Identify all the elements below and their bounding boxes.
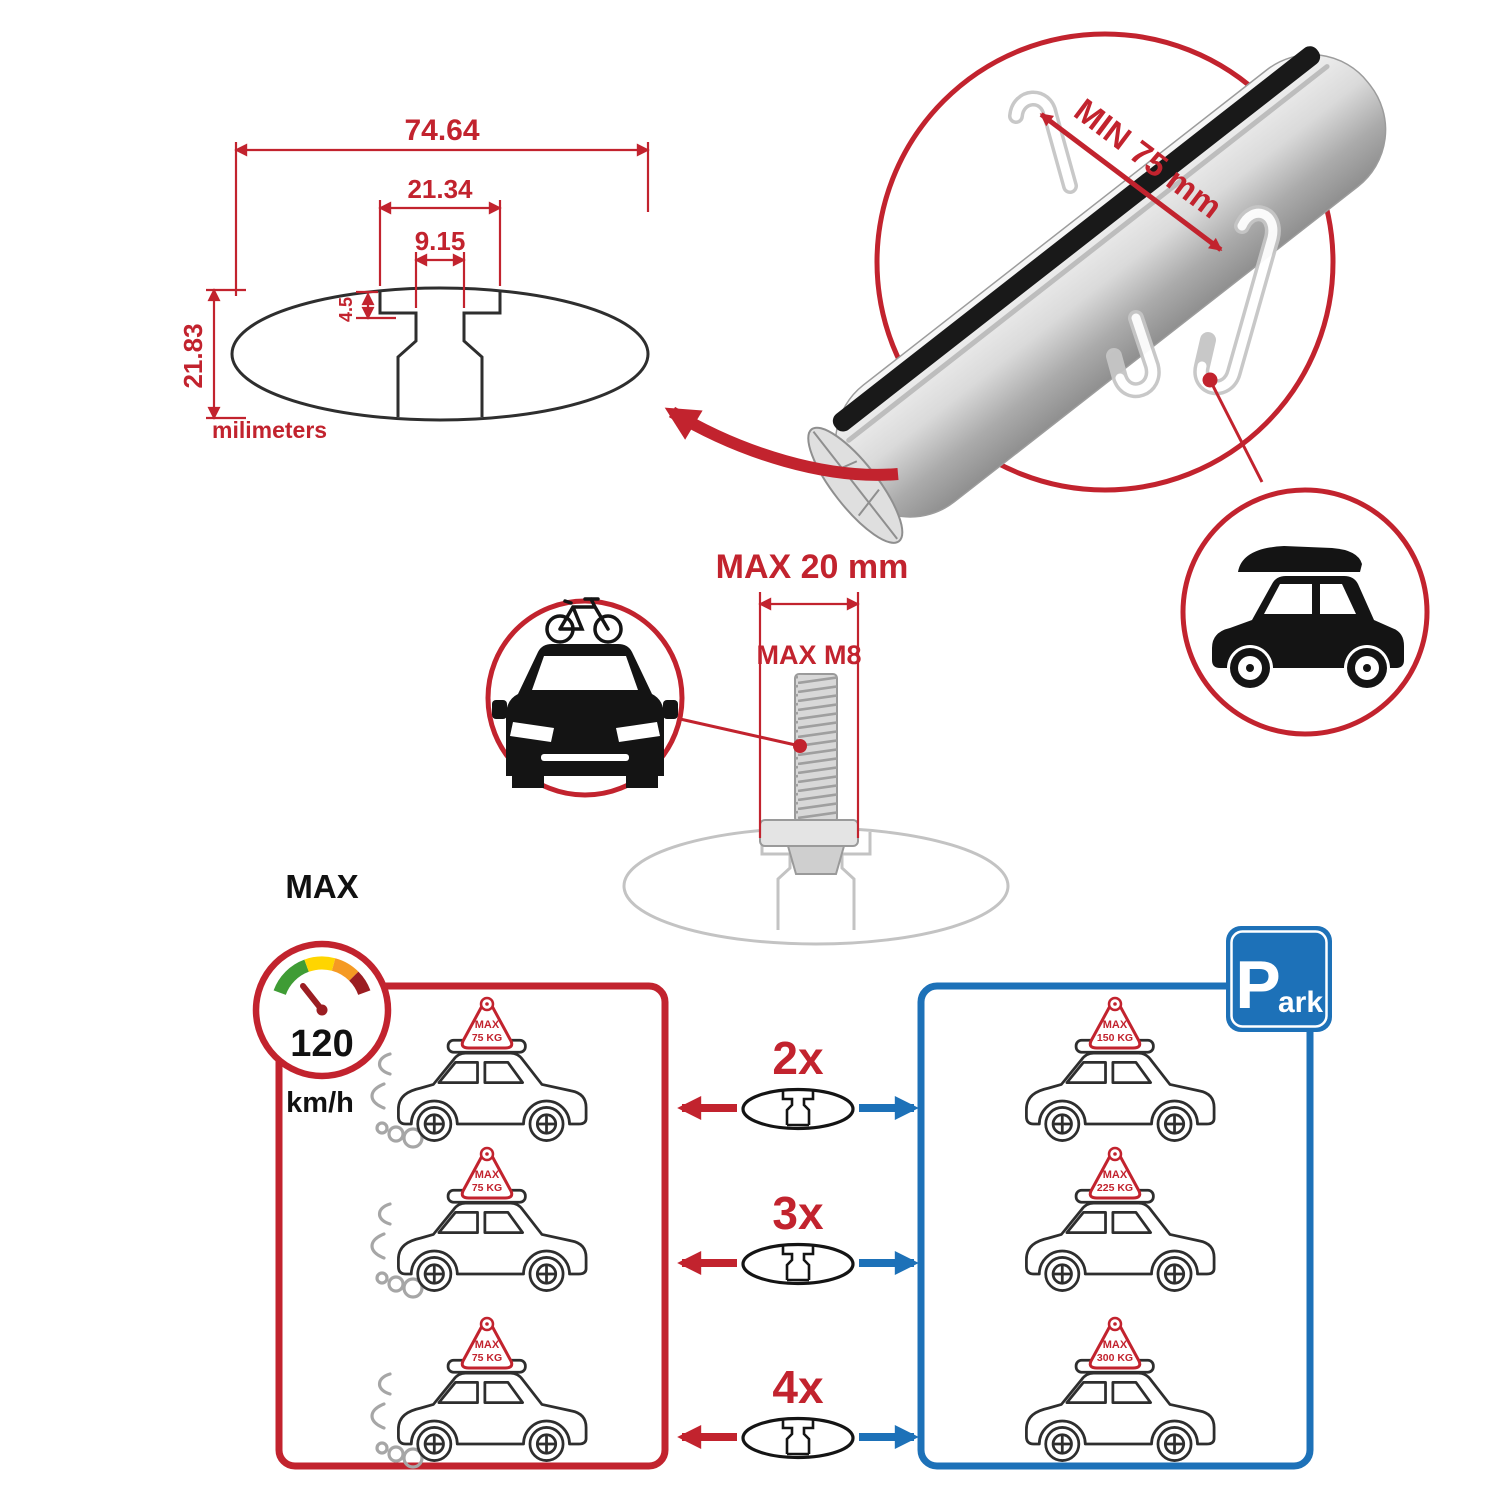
park-sign: P ark: [1226, 926, 1332, 1032]
speed-units: km/h: [286, 1087, 354, 1119]
suv-roofbox-circle: [1180, 487, 1430, 737]
load-tag-parked: MAX 150 KG: [1088, 996, 1142, 1050]
dim-lip-height: 4.5: [336, 297, 356, 322]
car-icon: [397, 1188, 588, 1292]
speed-value: 120: [290, 1023, 353, 1065]
car-icon: [397, 1358, 588, 1462]
tag-max-label: MAX: [475, 1019, 500, 1031]
multiplier-label: 3x: [772, 1187, 824, 1239]
driving-car-row: MAX 75 KG: [370, 1316, 588, 1469]
driving-car-row: MAX 75 KG: [370, 1146, 588, 1299]
car-icon: [397, 1038, 588, 1142]
parking-zone-box: [917, 982, 1314, 1470]
bar-profile-icon: [741, 1242, 855, 1286]
tag-max-label: MAX: [1103, 1019, 1128, 1031]
tag-max-label: MAX: [1103, 1339, 1128, 1351]
profile-channel: [378, 291, 502, 417]
parked-car-row: MAX 300 KG: [1025, 1316, 1216, 1462]
bar-profile-icon: [741, 1416, 855, 1460]
dimension-lines: [206, 142, 650, 420]
bar-photo-circle: MIN 75 mm: [807, 31, 1387, 544]
bicycle-icon: [545, 597, 623, 644]
bar-count-row: 4x: [677, 1361, 919, 1460]
gauge-arcs: [273, 956, 371, 996]
tag-weight: 300 KG: [1097, 1352, 1133, 1364]
bolt-max-width-label: MAX 20 mm: [716, 548, 909, 586]
speed-max-label: MAX: [285, 868, 358, 905]
parked-car-row: MAX 150 KG: [1025, 996, 1216, 1142]
dim-channel-outer: 21.34: [407, 174, 473, 204]
zoom-arrow: [664, 406, 899, 481]
t-bolt: [759, 673, 859, 875]
bolt-max-thread-label: MAX M8: [756, 640, 861, 670]
parked-car-row: MAX 225 KG: [1025, 1146, 1216, 1292]
park-sign-letter: P: [1235, 947, 1280, 1023]
profile-oval: [230, 286, 650, 422]
park-sign-rest: ark: [1278, 986, 1323, 1019]
bar-profile-icon: [741, 1087, 855, 1131]
car-icon: [1025, 1358, 1216, 1462]
load-tag-parked: MAX 300 KG: [1088, 1316, 1142, 1370]
driving-car-row: MAX 75 KG: [370, 996, 588, 1149]
suv-roofbox-icon: [1212, 546, 1404, 688]
car-front-bicycle-circle: [485, 597, 685, 798]
load-tag-parked: MAX 225 KG: [1088, 1146, 1142, 1200]
bar-count-row: 2x: [677, 1032, 919, 1131]
dim-channel-inner: 9.15: [415, 226, 466, 256]
driving-cars: MAX 75 KG MAX 75 KG MAX 75 KG: [370, 996, 588, 1469]
car-icon: [1025, 1188, 1216, 1292]
car-icon: [1025, 1038, 1216, 1142]
tag-max-label: MAX: [1103, 1169, 1128, 1181]
bolt-dimension-lines: [758, 592, 860, 838]
tag-weight: 75 KG: [472, 1182, 502, 1194]
dim-profile-height: 21.83: [178, 323, 208, 388]
tag-weight: 75 KG: [472, 1352, 502, 1364]
load-tag-driving: MAX 75 KG: [460, 1146, 514, 1200]
tag-weight: 225 KG: [1097, 1182, 1133, 1194]
tag-weight: 75 KG: [472, 1032, 502, 1044]
cross-section-diagram: 74.64 21.34 9.15 4.5 21.83 milimeters: [178, 114, 650, 443]
gauge-pivot: [316, 1004, 328, 1016]
driving-zone-box: [275, 982, 669, 1470]
tag-max-label: MAX: [475, 1169, 500, 1181]
car-front-icon: [492, 644, 678, 788]
parked-cars: MAX 150 KG MAX 225 KG MAX 300 KG: [1025, 996, 1216, 1462]
units-label: milimeters: [212, 417, 327, 443]
tag-max-label: MAX: [475, 1339, 500, 1351]
bar-count-rows: 2x 3x 4x: [677, 1032, 919, 1460]
leader-to-suv: [1208, 379, 1264, 483]
load-tag-driving: MAX 75 KG: [460, 1316, 514, 1370]
bolt-diagram: MAX 20 mm MAX M8: [622, 548, 1010, 946]
load-tag-driving: MAX 75 KG: [460, 996, 514, 1050]
dim-width-total: 74.64: [404, 114, 479, 147]
bar-count-row: 3x: [677, 1187, 919, 1286]
multiplier-label: 4x: [772, 1361, 824, 1413]
tag-weight: 150 KG: [1097, 1032, 1133, 1044]
multiplier-label: 2x: [772, 1032, 824, 1084]
speed-limit-gauge: MAX 120 km/h: [252, 868, 392, 1119]
leader-to-bolt: [679, 717, 801, 748]
